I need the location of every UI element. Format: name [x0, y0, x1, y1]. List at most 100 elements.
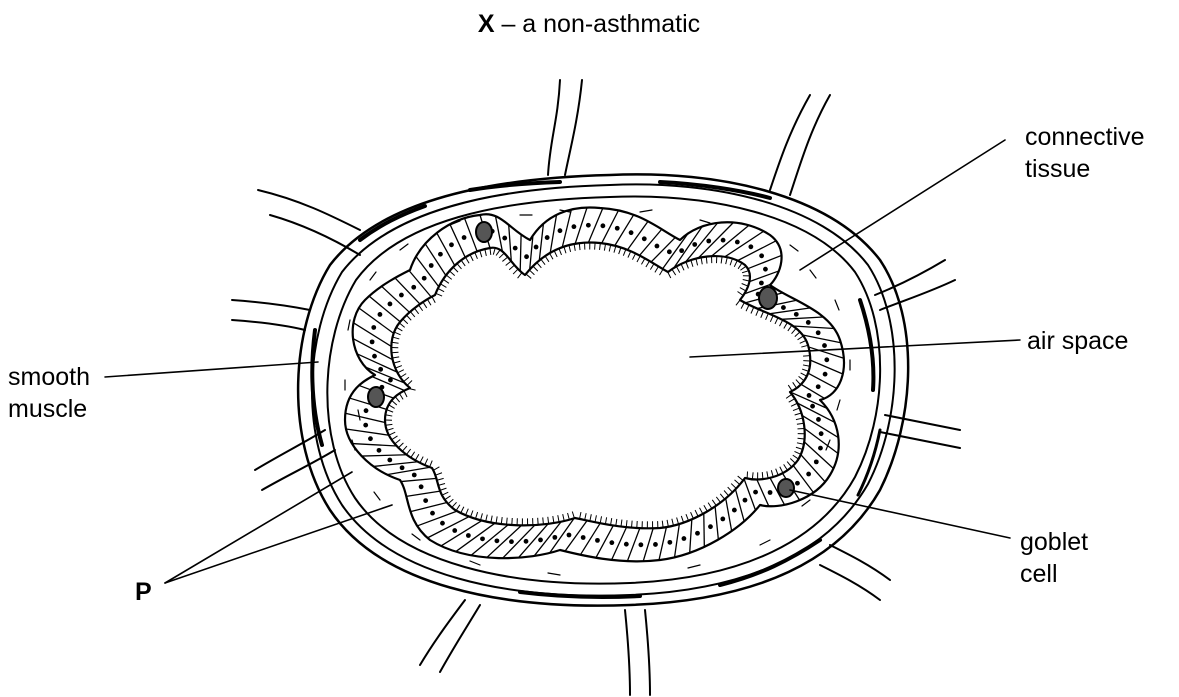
- cell-nucleus: [595, 538, 600, 543]
- cilium: [496, 516, 497, 523]
- attachment-strand: [885, 415, 960, 430]
- cilium: [676, 266, 679, 272]
- cilium: [780, 467, 783, 473]
- cilium: [681, 516, 683, 523]
- cilium: [509, 265, 514, 270]
- cell-nucleus: [558, 228, 563, 233]
- cell-wall: [520, 235, 521, 272]
- leader-p-upper: [165, 472, 352, 583]
- cilium: [513, 269, 518, 274]
- cilium: [775, 318, 778, 324]
- cilium: [604, 244, 605, 251]
- cell-nucleus: [708, 524, 713, 529]
- cell-nucleus: [538, 538, 543, 543]
- cell-nucleus: [629, 230, 634, 235]
- cilium: [399, 323, 404, 327]
- cell-wall: [417, 511, 457, 526]
- cell-wall: [503, 525, 535, 558]
- cell-nucleus: [399, 293, 404, 298]
- cell-nucleus: [732, 508, 737, 513]
- cilium: [793, 382, 797, 388]
- cell-wall: [382, 286, 410, 312]
- cell-nucleus: [371, 325, 376, 330]
- cell-nucleus: [642, 236, 647, 241]
- cilium: [721, 256, 722, 263]
- attachment-strand: [258, 190, 360, 230]
- label-p: P: [135, 578, 152, 606]
- cilium: [632, 253, 635, 259]
- cilium: [435, 473, 442, 475]
- cell-nucleus: [377, 448, 382, 453]
- attachment-strand: [440, 605, 480, 672]
- cilium: [708, 503, 712, 509]
- cell-nucleus: [438, 252, 443, 257]
- cilium: [738, 263, 742, 269]
- cilium: [430, 461, 433, 467]
- cilium: [792, 328, 797, 333]
- cell-nucleus: [422, 276, 427, 281]
- cilium: [650, 264, 654, 270]
- cilium: [743, 279, 750, 281]
- cilium: [695, 510, 698, 516]
- cell-nucleus: [759, 281, 764, 286]
- cilium: [481, 513, 483, 520]
- cilium: [712, 500, 716, 506]
- cilium: [701, 257, 702, 264]
- cilium: [392, 342, 399, 343]
- attachment-strand: [420, 600, 465, 665]
- cell-nucleus: [768, 490, 773, 495]
- cilium: [795, 413, 802, 415]
- epithelial-cells: [345, 208, 843, 562]
- cilium: [407, 381, 412, 386]
- cilium: [403, 319, 408, 324]
- cell-wall: [793, 326, 834, 329]
- cilium: [392, 436, 398, 440]
- cilium: [767, 471, 768, 478]
- leader-smooth-muscle: [105, 362, 318, 377]
- cell-wall: [346, 429, 389, 435]
- cell-nucleus: [653, 542, 658, 547]
- cell-wall: [395, 278, 420, 304]
- cilium: [398, 370, 404, 373]
- cilium: [728, 487, 733, 492]
- cilium: [619, 247, 621, 254]
- cilium: [394, 332, 400, 335]
- cilium: [420, 457, 423, 463]
- leader-goblet-cell: [790, 490, 1010, 538]
- cell-wall: [803, 335, 841, 343]
- cilium: [493, 248, 495, 255]
- cilium: [616, 519, 617, 526]
- leader-p-lower: [165, 505, 392, 583]
- cilium: [411, 452, 415, 458]
- cilium: [475, 252, 478, 258]
- cilium: [393, 337, 400, 339]
- cilium: [700, 508, 703, 514]
- cilium: [659, 269, 663, 275]
- cilium: [490, 248, 491, 255]
- cell-nucleus: [667, 249, 672, 254]
- cell-nucleus: [509, 539, 514, 544]
- cell-nucleus: [552, 535, 557, 540]
- cell-wall: [782, 317, 824, 319]
- cell-nucleus: [440, 521, 445, 526]
- cell-nucleus: [743, 498, 748, 503]
- cell-nucleus: [387, 458, 392, 463]
- label-connective-tissue: connective tissue: [1025, 123, 1151, 183]
- cilium: [496, 250, 500, 256]
- cilium: [506, 261, 511, 265]
- cilium: [742, 271, 749, 273]
- cell-nucleus: [370, 339, 375, 344]
- cilium: [784, 322, 788, 328]
- cilium: [548, 517, 549, 524]
- smooth-muscle-fibre: [860, 300, 873, 390]
- cilium: [696, 259, 698, 266]
- cilium: [445, 496, 451, 500]
- cilium: [738, 292, 744, 296]
- cell-nucleus: [412, 473, 417, 478]
- cilium: [442, 492, 448, 495]
- cilium: [720, 494, 724, 499]
- cilium: [691, 512, 694, 518]
- label-air-space: air space: [1027, 327, 1128, 355]
- cell-nucleus: [368, 436, 373, 441]
- cilium: [784, 464, 788, 470]
